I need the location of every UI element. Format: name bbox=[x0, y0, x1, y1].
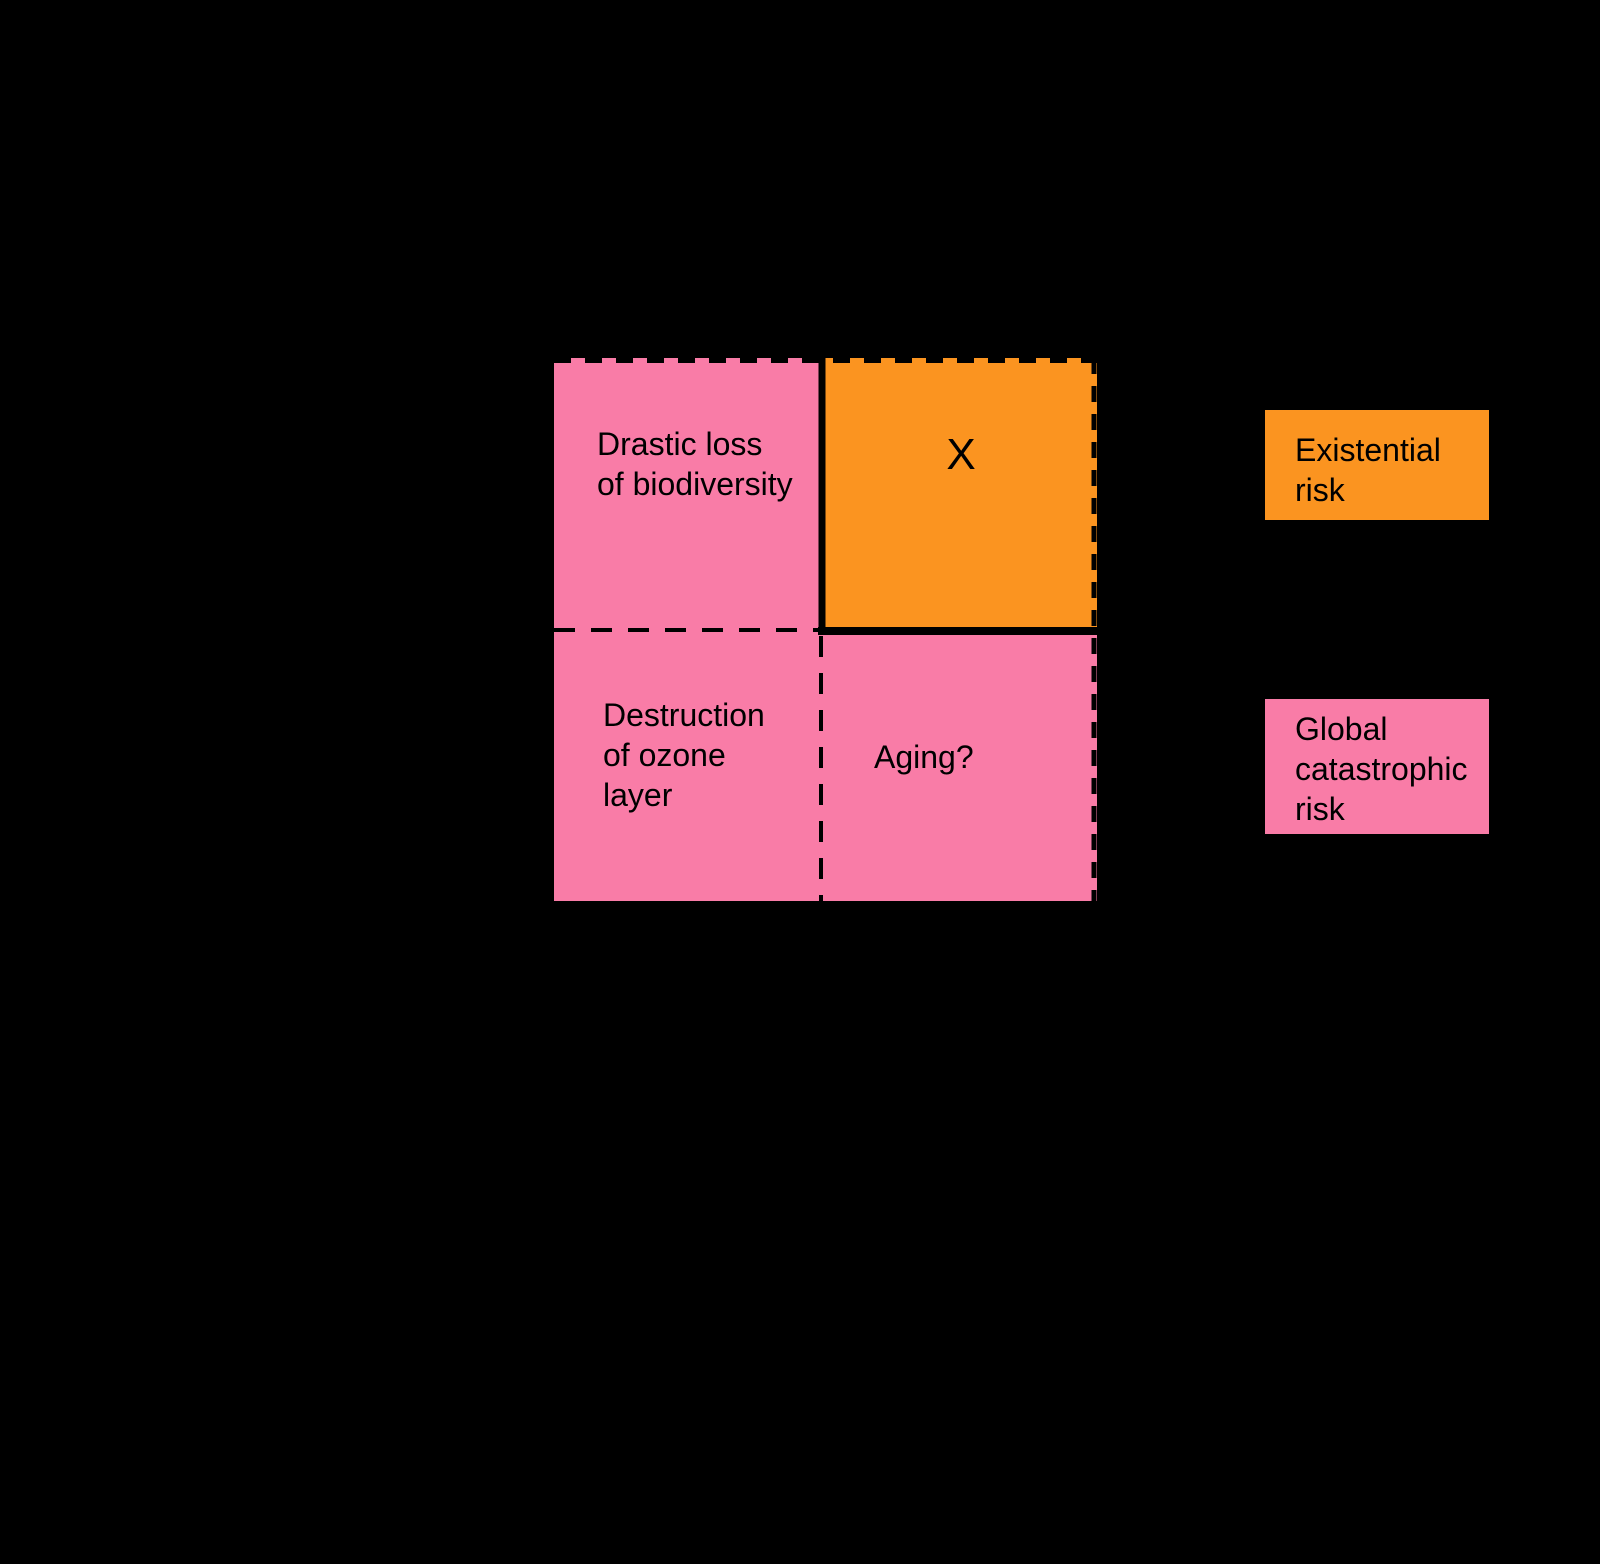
cell-label-biodiversity: Drastic loss of biodiversity bbox=[597, 426, 793, 502]
existential-risk-area bbox=[825, 358, 1097, 632]
risk-matrix: Drastic loss of biodiversity X Destructi… bbox=[554, 358, 1097, 901]
cell-label-x: X bbox=[946, 430, 976, 479]
legend-existential-risk: Existential risk bbox=[1265, 410, 1489, 520]
cell-label-aging: Aging? bbox=[874, 739, 974, 775]
legend-global-catastrophic-label: Global catastrophic risk bbox=[1295, 711, 1468, 827]
grid-lines bbox=[554, 358, 1097, 901]
cell-label-ozone: Destruction of ozone layer bbox=[603, 697, 765, 813]
legend-global-catastrophic-risk: Global catastrophic risk bbox=[1265, 699, 1489, 834]
legend-existential-label: Existential risk bbox=[1295, 432, 1441, 508]
